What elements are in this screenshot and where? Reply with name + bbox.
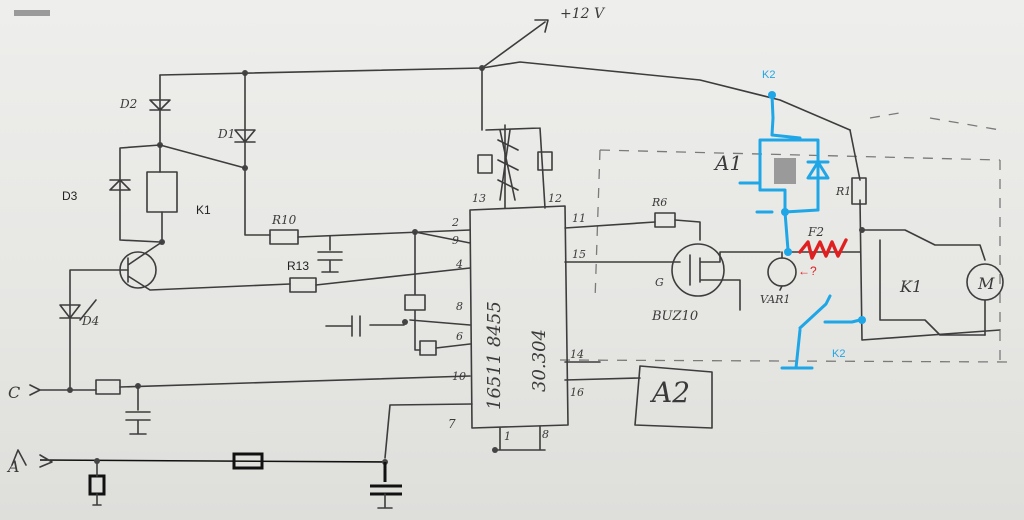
r1-line: [849, 129, 1001, 341]
label-k1-coil: K1: [196, 203, 211, 217]
label-g: G: [655, 276, 664, 289]
ic-part-number: 16511 8455: [484, 301, 505, 410]
marker-mark: [14, 10, 50, 16]
ic-pin-6: 6: [456, 330, 463, 343]
input-a-small-box: [88, 474, 106, 496]
diode-d1: [234, 72, 271, 236]
fuse-f2-red-mark: [798, 238, 848, 260]
label-a2: A2: [649, 376, 690, 409]
label-f2: F2: [807, 225, 824, 239]
k1-coil-leads: [159, 144, 163, 243]
diode-d3: [109, 144, 161, 243]
ic-right-pins: [564, 221, 681, 381]
ic-pin-9: 9: [452, 234, 459, 247]
mosfet-buz10: [671, 243, 725, 297]
supply-rail: [159, 61, 851, 131]
ic-top-pins: [485, 124, 546, 209]
diode-d4: [59, 304, 81, 319]
label-pin-7: 7: [448, 417, 456, 431]
label-r13: R13: [287, 259, 309, 273]
resistor-r6: [654, 212, 676, 228]
transistor-leads: [127, 241, 291, 291]
ic-pin-4: 4: [455, 258, 463, 271]
label-a1: A1: [713, 151, 742, 175]
relay-k1-contacts: [861, 229, 986, 336]
ic-pin-12: 12: [548, 192, 562, 205]
ic-scribble: [497, 129, 519, 201]
label-d4: D4: [81, 314, 99, 328]
input-a-resistor: [232, 452, 264, 470]
ic-pin-2: 2: [451, 216, 459, 229]
label-d1: D1: [217, 127, 235, 141]
label-k1-relay: K1: [899, 277, 922, 296]
label-r10: R10: [271, 213, 297, 227]
diode-d2: [149, 74, 171, 146]
label-r1: R1: [835, 185, 851, 198]
blue-k2-top-wiring: [758, 93, 820, 212]
ic-pin-10: 10: [452, 370, 466, 383]
input-c-resistor: [95, 379, 121, 395]
blue-lower-wiring: [738, 181, 820, 252]
input-a-capacitor: [370, 462, 402, 496]
resistor-r-small: [419, 340, 437, 356]
supply-label: +12 V: [560, 6, 606, 22]
ic-pin-16: 16: [570, 386, 584, 399]
ic-pin-13: 13: [472, 192, 486, 205]
enclosure-dashed-top: [869, 111, 1001, 131]
ic-pin-8: 8: [456, 300, 463, 313]
label-question: ←?: [798, 264, 817, 278]
ic-pin-14: 14: [570, 348, 584, 361]
varistor-var1: [767, 257, 797, 287]
label-a-input: A: [6, 457, 20, 476]
mosfet-leads: [689, 251, 781, 311]
ic-body: [469, 205, 569, 429]
transistor-base-line: [69, 269, 129, 391]
d2-d1-link: [159, 144, 246, 169]
ic-pin-1: 1: [504, 430, 511, 443]
capacitor-c1: [317, 235, 343, 273]
resistor-r1: [851, 177, 867, 205]
ic-bottom-pins: [494, 425, 546, 451]
rc-network: [325, 231, 471, 351]
module-a2: [634, 365, 713, 429]
supply-arrow: [481, 19, 549, 69]
label-d2: D2: [119, 97, 137, 111]
input-a-arrow: [11, 449, 53, 468]
label-var1: VAR1: [760, 293, 790, 306]
blue-diode: [806, 160, 830, 180]
label-buz10: BUZ10: [651, 309, 698, 324]
label-k2-top: K2: [762, 69, 775, 81]
input-c-capacitor: [125, 385, 151, 435]
resistor-r13: [289, 277, 317, 293]
blue-k2-switch: [780, 294, 862, 370]
label-r6: R6: [651, 196, 667, 209]
ic-pin-15: 15: [572, 248, 586, 261]
k1-coil: [146, 171, 178, 213]
ic-part-number-2: 30.304: [529, 329, 550, 392]
ic-pin-11: 11: [572, 212, 586, 225]
label-motor: M: [977, 274, 995, 293]
label-k2-bottom: K2: [832, 348, 845, 360]
a1-module-fill: [774, 158, 796, 184]
label-d3: D3: [62, 189, 78, 203]
resistor-r10: [269, 229, 299, 245]
ic-pin-8-bottom: 8: [542, 428, 549, 441]
label-c-input: C: [8, 383, 20, 402]
